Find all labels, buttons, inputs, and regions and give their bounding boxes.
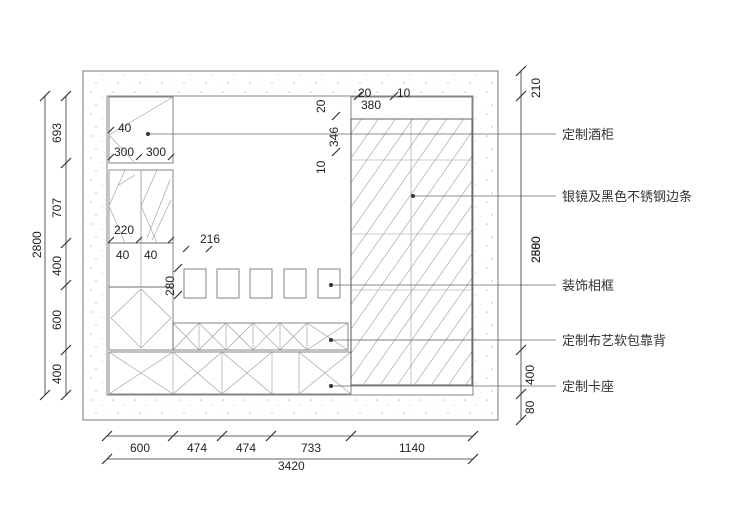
callout-booth: 定制卡座: [562, 380, 614, 395]
right-dimension-line: [515, 65, 527, 426]
dim-inner-10-side: 10: [314, 160, 328, 174]
dim-inner-20-side: 20: [314, 99, 328, 113]
dim-inner-300-a: 300: [114, 145, 134, 159]
dim-inner-300-b: 300: [146, 145, 166, 159]
leader-lines: [146, 132, 556, 388]
dim-inner-220: 220: [114, 223, 134, 237]
dim-bottom-474-b: 474: [236, 441, 256, 455]
photo-frames: [183, 268, 341, 299]
upholstered-backrest: [172, 322, 349, 351]
dim-left-400-a: 400: [50, 256, 64, 276]
dim-right-400: 400: [523, 365, 537, 385]
dim-inner-40-c: 40: [144, 248, 158, 262]
bottom-dimension-line: [101, 430, 479, 465]
dim-inner-40-a: 40: [118, 121, 132, 135]
dim-inner-10-top: 10: [397, 86, 411, 100]
dim-inner-20-top: 20: [358, 86, 372, 100]
dim-right-total-a: 2800: [529, 236, 543, 263]
dim-left-400-b: 400: [50, 364, 64, 384]
dim-bottom-1140: 1140: [399, 441, 425, 455]
dim-right-210: 210: [529, 78, 543, 98]
dim-inner-40-b: 40: [116, 248, 130, 262]
callout-frames: 装饰相框: [562, 279, 614, 294]
dim-right-80: 80: [523, 400, 537, 414]
left-dimension-line: [39, 90, 72, 401]
mirror-panel: [350, 96, 473, 386]
callout-mirror: 银镜及黑色不锈钢边条: [562, 189, 692, 205]
dim-right-total-b: 2580: [529, 236, 543, 263]
callout-upholstery: 定制布艺软包靠背: [562, 334, 666, 349]
dim-inner-346: 346: [327, 127, 341, 147]
dim-total-width: 3420: [278, 459, 305, 473]
dim-bottom-474-a: 474: [187, 441, 207, 455]
dim-left-600: 600: [50, 310, 64, 330]
dim-left-707: 707: [50, 198, 64, 218]
dim-bottom-600: 600: [130, 441, 150, 455]
inner-dimension-ticks: [107, 91, 399, 300]
dim-left-693: 693: [50, 123, 64, 143]
wine-cabinet: [108, 96, 174, 351]
dim-inner-216: 216: [200, 232, 220, 246]
dim-inner-280: 280: [163, 276, 177, 296]
dim-inner-380: 380: [361, 98, 381, 112]
dim-left-total: 2800: [30, 231, 44, 258]
dim-bottom-733: 733: [301, 441, 321, 455]
callout-wine-cabinet: 定制酒柜: [562, 128, 614, 143]
